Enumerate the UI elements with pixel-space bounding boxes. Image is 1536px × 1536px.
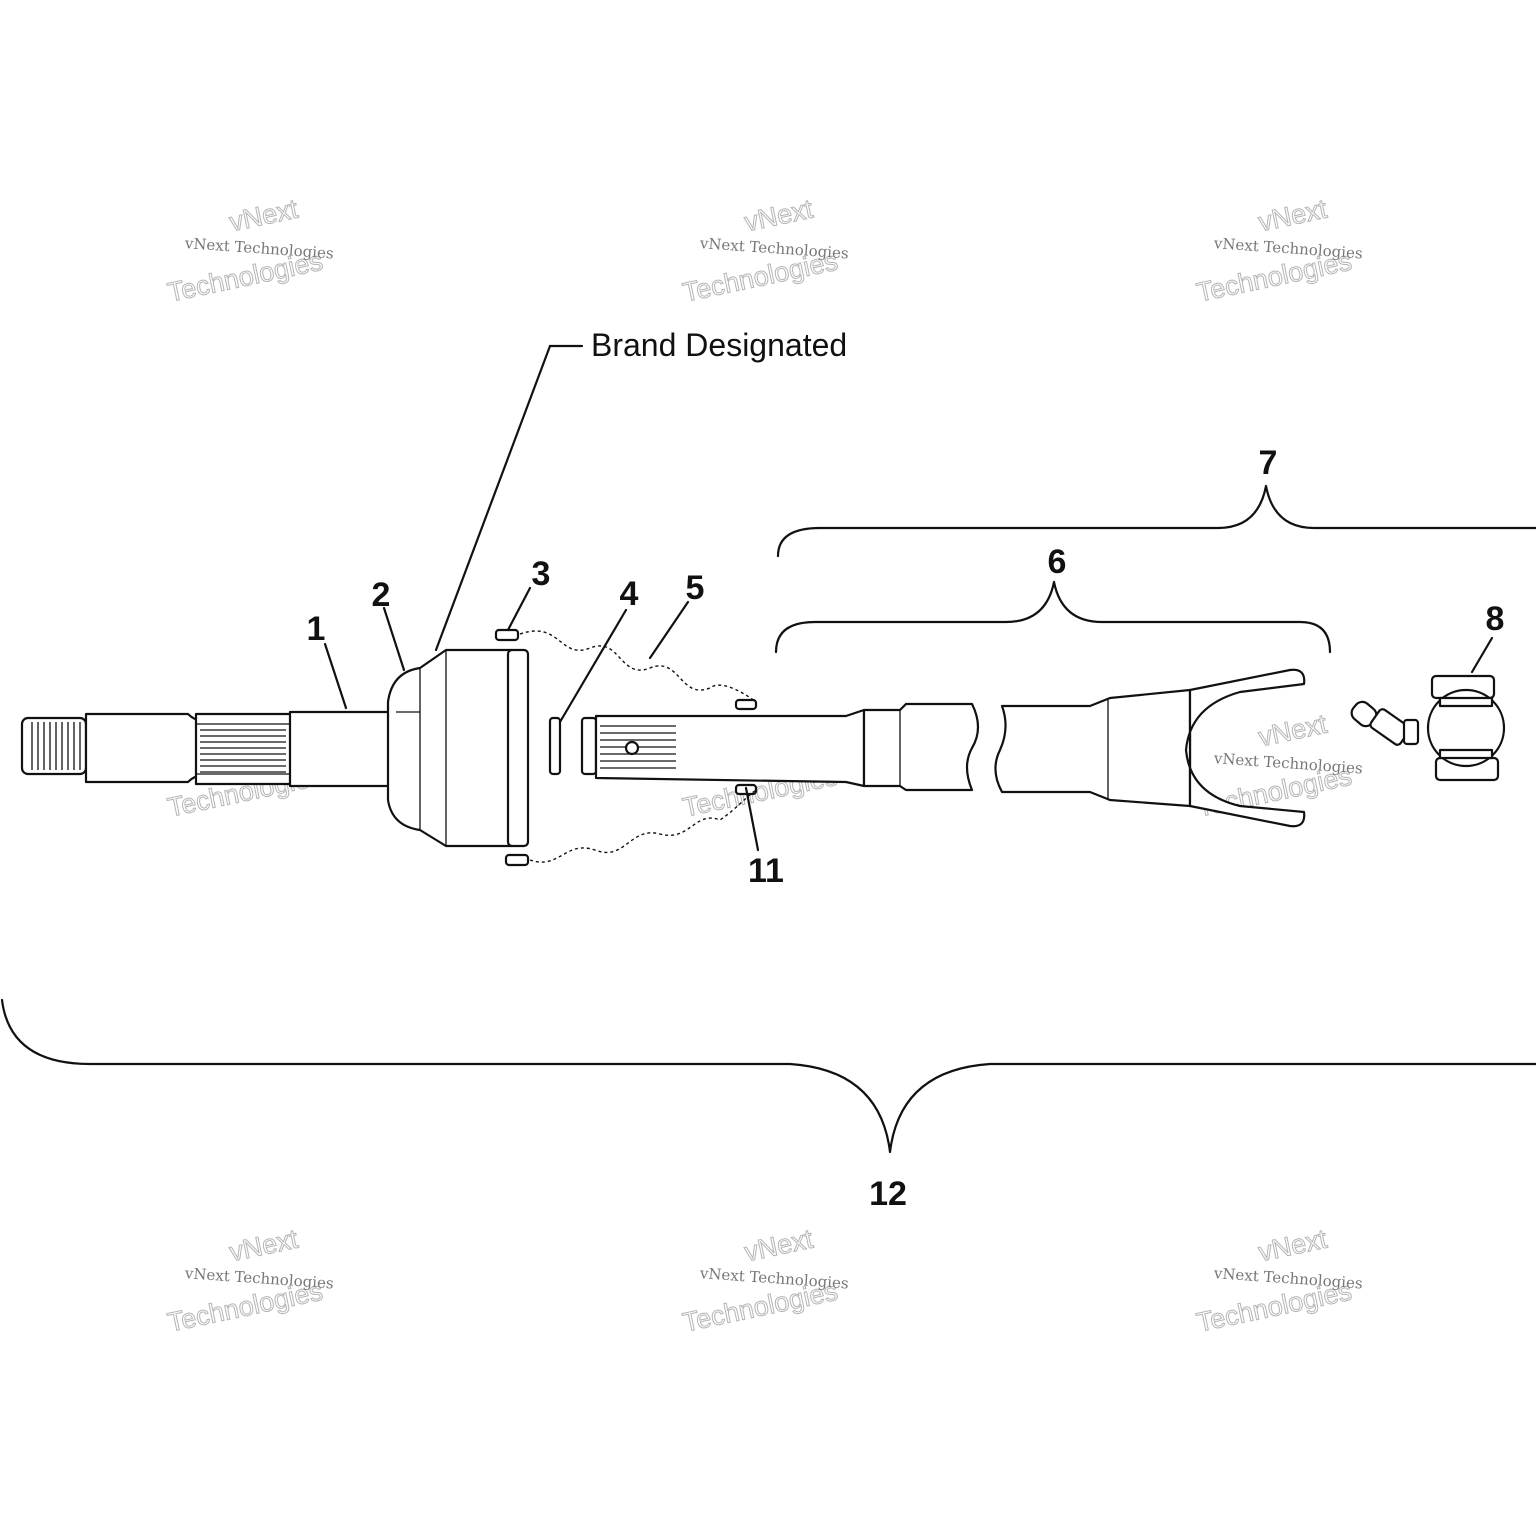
callout-5: 5 xyxy=(686,569,705,607)
brace-6 xyxy=(774,580,1332,654)
watermark-top-text: vNext xyxy=(1256,1224,1330,1268)
part-6-slip-shaft xyxy=(580,668,1306,828)
brace-12 xyxy=(0,998,1536,1154)
callout-8: 8 xyxy=(1486,600,1505,638)
callout-2: 2 xyxy=(372,576,391,614)
leader-lines xyxy=(323,344,1494,852)
watermark-top-text: vNext xyxy=(227,194,301,238)
watermark-top-text: vNext xyxy=(1256,194,1330,238)
watermark-top-text: vNext xyxy=(742,194,816,238)
thread-lines xyxy=(31,722,81,770)
spline-lines xyxy=(200,729,286,773)
brace-7 xyxy=(776,484,1536,558)
watermark-top-text: vNext xyxy=(742,1224,816,1268)
part-3-clamps xyxy=(494,628,758,867)
callout-6: 6 xyxy=(1048,543,1067,581)
spline-lines xyxy=(600,725,676,769)
watermark-top-text: vNext xyxy=(227,1224,301,1268)
brand-designated-note: Brand Designated xyxy=(591,327,847,363)
part-2-cv-housing xyxy=(386,648,530,848)
callout-12: 12 xyxy=(869,1175,907,1213)
grease-fitting xyxy=(1350,700,1420,746)
watermark-top-text: vNext xyxy=(1256,709,1330,753)
part-8-u-joint xyxy=(1426,674,1506,782)
callout-11: 11 xyxy=(748,852,784,890)
part-1-stub-shaft xyxy=(20,710,392,788)
callout-1: 1 xyxy=(307,610,326,648)
callout-3: 3 xyxy=(532,555,551,593)
part-4-snap-ring xyxy=(548,716,562,776)
callout-4: 4 xyxy=(620,575,639,613)
callout-7: 7 xyxy=(1259,444,1278,482)
